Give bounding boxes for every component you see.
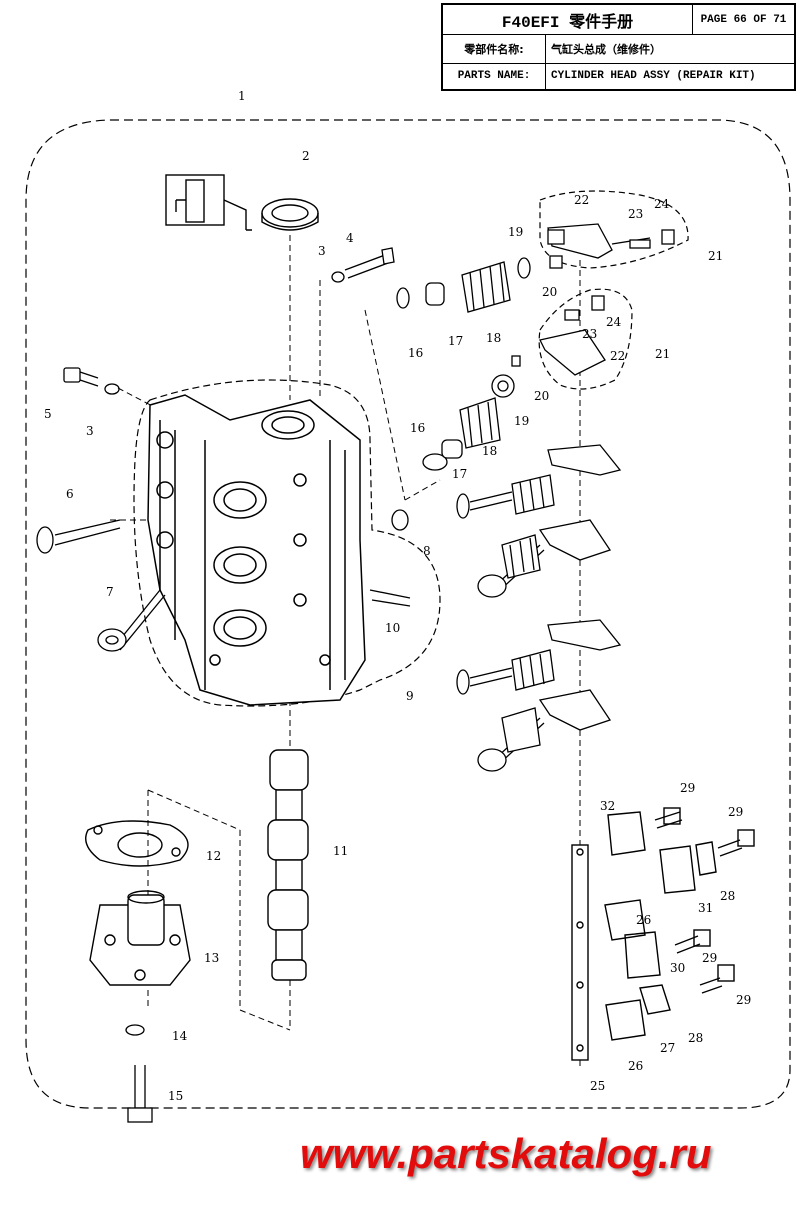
callout-19a: 19 bbox=[508, 225, 523, 239]
callout-17a: 17 bbox=[448, 334, 463, 348]
callout-18a: 18 bbox=[486, 331, 501, 345]
valves bbox=[36, 519, 166, 652]
page-number: PAGE 66 OF 71 bbox=[700, 13, 787, 26]
callout-7: 7 bbox=[106, 585, 114, 599]
pump-and-gasket bbox=[85, 820, 191, 986]
en-name-row: PARTS NAME: CYLINDER HEAD ASSY (REPAIR K… bbox=[443, 63, 794, 89]
en-name-value: CYLINDER HEAD ASSY (REPAIR KIT) bbox=[551, 70, 756, 82]
callout-8: 8 bbox=[423, 544, 431, 558]
cylinder-head bbox=[147, 394, 366, 706]
oil-seal bbox=[165, 174, 319, 231]
title-block: F40EFI 零件手册 PAGE 66 OF 71 零部件名称: 气缸头总成（维… bbox=[441, 3, 796, 91]
callout-21b: 21 bbox=[655, 347, 670, 361]
callout-18b: 18 bbox=[482, 444, 497, 458]
callout-10: 10 bbox=[385, 621, 400, 635]
callout-20a: 20 bbox=[542, 285, 557, 299]
callout-29a: 29 bbox=[680, 781, 695, 795]
camshaft bbox=[267, 749, 309, 981]
callout-numbers: 1 2 3 4 3 5 6 7 8 9 10 11 12 13 14 15 16… bbox=[44, 89, 751, 1103]
callout-32: 32 bbox=[600, 799, 615, 813]
callout-13: 13 bbox=[204, 951, 219, 965]
callout-1: 1 bbox=[238, 89, 246, 103]
cn-name-label: 零部件名称: bbox=[443, 34, 546, 63]
callout-30: 30 bbox=[670, 961, 685, 975]
callout-19b: 19 bbox=[514, 414, 529, 428]
cn-name-row: 零部件名称: 气缸头总成（维修件） bbox=[443, 34, 794, 64]
callout-4: 4 bbox=[346, 231, 354, 245]
callout-16b: 16 bbox=[410, 421, 425, 435]
head-group-boundary bbox=[133, 379, 441, 707]
callout-15: 15 bbox=[168, 1089, 183, 1103]
callout-24b: 24 bbox=[606, 315, 622, 329]
callout-9: 9 bbox=[406, 689, 414, 703]
rocker-shaft bbox=[571, 807, 755, 1061]
callout-11: 11 bbox=[333, 844, 348, 858]
rocker-group-upper-boundary bbox=[539, 190, 689, 269]
callout-23a: 23 bbox=[628, 207, 643, 221]
callout-24a: 24 bbox=[654, 197, 670, 211]
callout-20b: 20 bbox=[534, 389, 549, 403]
cn-name-value: 气缸头总成（维修件） bbox=[551, 42, 661, 56]
valve-train-parts bbox=[396, 255, 563, 471]
callout-3b: 3 bbox=[86, 424, 94, 438]
callout-2: 2 bbox=[302, 149, 310, 163]
callout-22b: 22 bbox=[610, 349, 625, 363]
callout-3a: 3 bbox=[318, 244, 326, 258]
callout-5: 5 bbox=[44, 407, 52, 421]
callout-31: 31 bbox=[698, 901, 713, 915]
callout-26a: 26 bbox=[636, 913, 651, 927]
callout-29b: 29 bbox=[728, 805, 743, 819]
rocker-group-lower-boundary bbox=[538, 288, 633, 390]
watermark-url[interactable]: www.partskatalog.ru bbox=[300, 1130, 712, 1177]
valve-assemblies bbox=[456, 474, 555, 772]
callout-27: 27 bbox=[660, 1041, 675, 1055]
en-name-label: PARTS NAME: bbox=[443, 63, 546, 89]
fasteners bbox=[63, 247, 411, 1123]
callout-21a: 21 bbox=[708, 249, 723, 263]
callout-16a: 16 bbox=[408, 346, 423, 360]
callout-29c: 29 bbox=[702, 951, 717, 965]
rocker-arms bbox=[538, 223, 675, 731]
callout-25: 25 bbox=[590, 1079, 605, 1093]
callout-12: 12 bbox=[206, 849, 221, 863]
callout-22a: 22 bbox=[574, 193, 589, 207]
callout-14: 14 bbox=[172, 1029, 188, 1043]
callout-26b: 26 bbox=[628, 1059, 643, 1073]
title-row: F40EFI 零件手册 PAGE 66 OF 71 bbox=[443, 5, 794, 35]
callout-28a: 28 bbox=[720, 889, 735, 903]
manual-title: F40EFI 零件手册 bbox=[443, 5, 693, 34]
callout-23b: 23 bbox=[582, 327, 597, 341]
callout-17b: 17 bbox=[452, 467, 467, 481]
callout-29d: 29 bbox=[736, 993, 751, 1007]
callout-28b: 28 bbox=[688, 1031, 703, 1045]
callout-6: 6 bbox=[66, 487, 74, 501]
